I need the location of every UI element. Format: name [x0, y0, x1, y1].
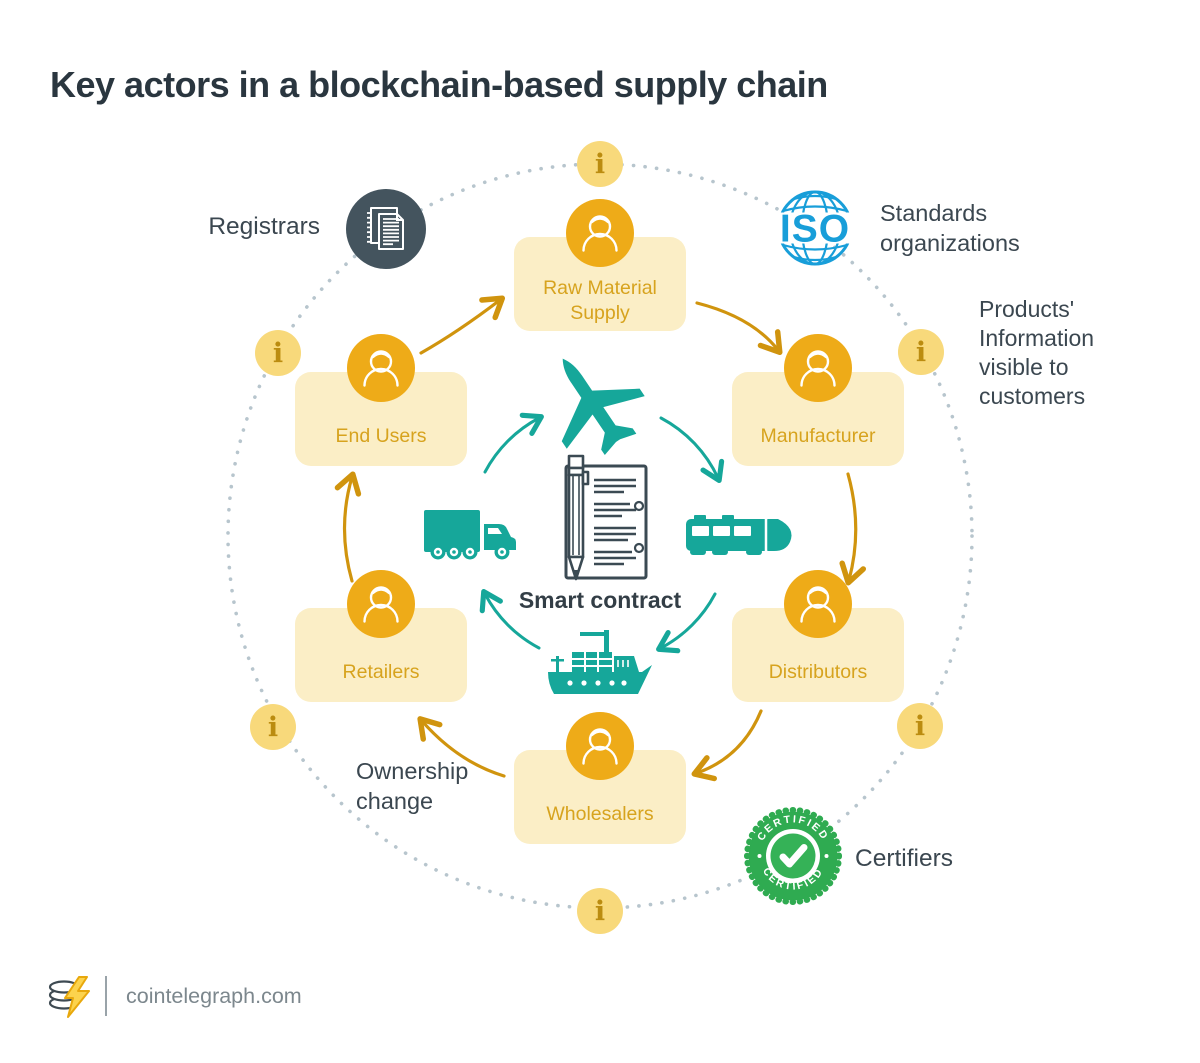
info-icon-lower-right: i — [897, 703, 943, 749]
footer-logo — [44, 972, 98, 1022]
person-icon — [566, 712, 634, 780]
person-icon — [784, 334, 852, 402]
info-icon-top: i — [577, 141, 623, 187]
arrow-rawmaterial-to-manufacturer — [695, 301, 783, 355]
products-information-label: Products' Information visible to custome… — [979, 296, 1095, 409]
iso-logo: ISO — [760, 178, 870, 278]
actor-box-distributors: Distributors — [732, 570, 904, 702]
actor-box-raw-material-supply: Raw Material Supply — [514, 199, 686, 331]
person-icon — [347, 334, 415, 402]
actor-label: Distributors — [768, 660, 868, 683]
footer-site: cointelegraph.com — [126, 984, 302, 1008]
info-icon-upper-left: i — [255, 330, 301, 376]
ship-icon — [548, 630, 652, 694]
arrow-retailers-to-endusers — [334, 471, 362, 583]
info-icon-lower-left: i — [250, 704, 296, 750]
ownership-change-label: Ownership change — [356, 758, 469, 814]
train-icon — [686, 515, 792, 555]
person-icon — [784, 570, 852, 638]
arrow-manufacturer-to-distributors — [839, 472, 867, 586]
smart-contract-icon — [564, 454, 648, 581]
actor-box-end-users: End Users — [295, 334, 467, 466]
cointelegraph-coin-bolt-icon — [48, 976, 90, 1018]
airplane-icon — [561, 358, 645, 456]
arrow-endusers-to-rawmaterial — [419, 295, 506, 355]
arc-ship-to-truck — [479, 589, 541, 650]
actor-label: End Users — [335, 424, 427, 447]
info-icon-upper-right: i — [898, 329, 944, 375]
certified-badge: CERTIFIED CERTIFIED — [741, 804, 845, 908]
arc-truck-to-plane — [483, 412, 544, 474]
iso-globe-icon: ISO — [771, 190, 859, 266]
documents-icon — [367, 207, 404, 250]
certified-check-icon: CERTIFIED CERTIFIED — [744, 807, 842, 905]
actor-label: Wholesalers — [546, 802, 654, 825]
footer-divider — [105, 976, 107, 1016]
arrow-distributors-to-wholesalers — [691, 709, 763, 782]
page-title: Key actors in a blockchain-based supply … — [50, 64, 828, 106]
info-icon-bottom: i — [577, 888, 623, 934]
person-icon — [347, 570, 415, 638]
arc-plane-to-train — [659, 416, 725, 484]
iso-text: ISO — [780, 208, 850, 251]
arc-train-to-ship — [656, 592, 717, 654]
actor-label: Retailers — [342, 660, 420, 683]
actor-box-retailers: Retailers — [295, 570, 467, 702]
certifiers-label: Certifiers — [855, 845, 954, 872]
actor-label: Manufacturer — [760, 424, 876, 447]
standards-organizations-label: Standards organizations — [880, 200, 1020, 256]
supply-chain-arrows — [334, 295, 867, 782]
registrars-label: Registrars — [208, 213, 320, 240]
actor-box-manufacturer: Manufacturer — [732, 334, 904, 466]
actor-label: Raw Material Supply — [543, 277, 657, 324]
person-icon — [566, 199, 634, 267]
truck-icon — [424, 510, 516, 560]
logistics-cycle-arrows — [479, 412, 725, 654]
registrars-badge — [346, 189, 426, 269]
arrow-wholesalers-to-retailers — [417, 716, 506, 778]
smart-contract-label: Smart contract — [518, 587, 682, 613]
actor-box-wholesalers: Wholesalers — [514, 712, 686, 844]
